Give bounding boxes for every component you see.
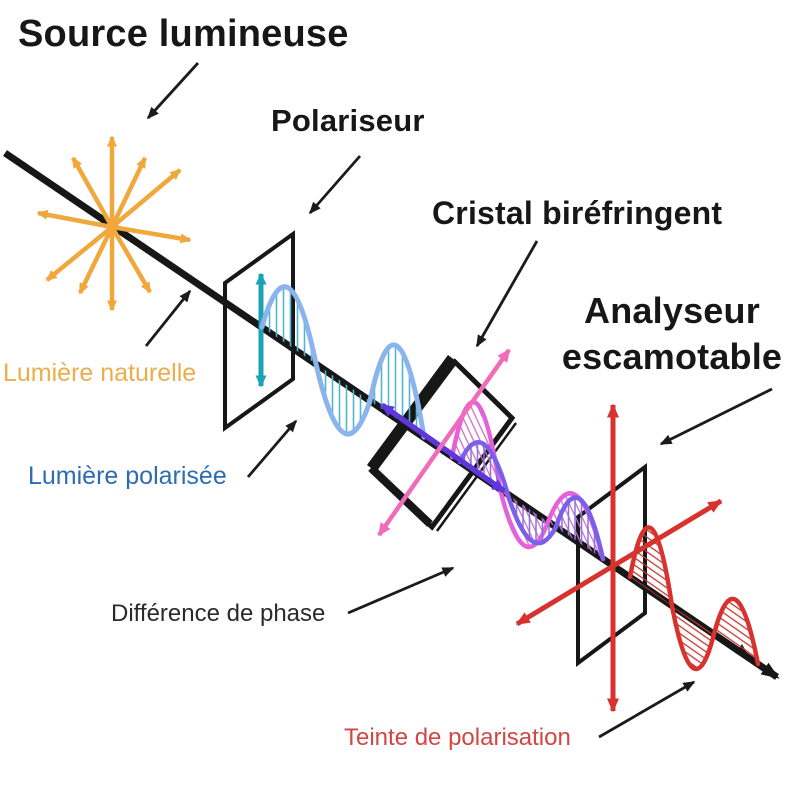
crystal-beam-arrow: [380, 402, 506, 494]
output-wave-red: [627, 525, 761, 672]
crystal-wave-violet: [457, 440, 606, 562]
polarizer-frame: [223, 230, 295, 432]
crystal-axis-arrow: [377, 348, 511, 537]
label-source-lumineuse: Source lumineuse: [18, 13, 349, 55]
label-difference-de-phase: Différence de phase: [111, 600, 326, 627]
analyzer-frame: [576, 463, 647, 667]
annotation-arrows: [144, 62, 773, 739]
polarized-wave-blue: [259, 284, 427, 440]
label-teinte-de-polarisation: Teinte de polarisation: [344, 724, 571, 751]
arrow-source-pointer: [146, 62, 200, 120]
analyzer-axes-arrows: [515, 403, 723, 713]
arrow-polarised-pointer: [246, 419, 298, 478]
label-polariseur: Polariseur: [271, 103, 425, 138]
arrow-analyser-pointer: [659, 387, 773, 446]
arrow-crystal-pointer: [475, 240, 539, 348]
label-lumiere-polarisee: Lumière polarisée: [28, 462, 227, 490]
arrow-natural-pointer: [144, 289, 192, 347]
arrow-phase-pointer: [347, 566, 455, 615]
label-analyseur-escamotable: Analyseur escamotable: [561, 290, 783, 377]
arrow-tint-pointer: [598, 680, 696, 739]
arrow-polariser-pointer: [308, 155, 362, 215]
label-cristal-birefringent: Cristal biréfringent: [432, 195, 723, 231]
starburst-icon: [36, 135, 192, 312]
label-lumiere-naturelle: Lumière naturelle: [3, 359, 197, 387]
